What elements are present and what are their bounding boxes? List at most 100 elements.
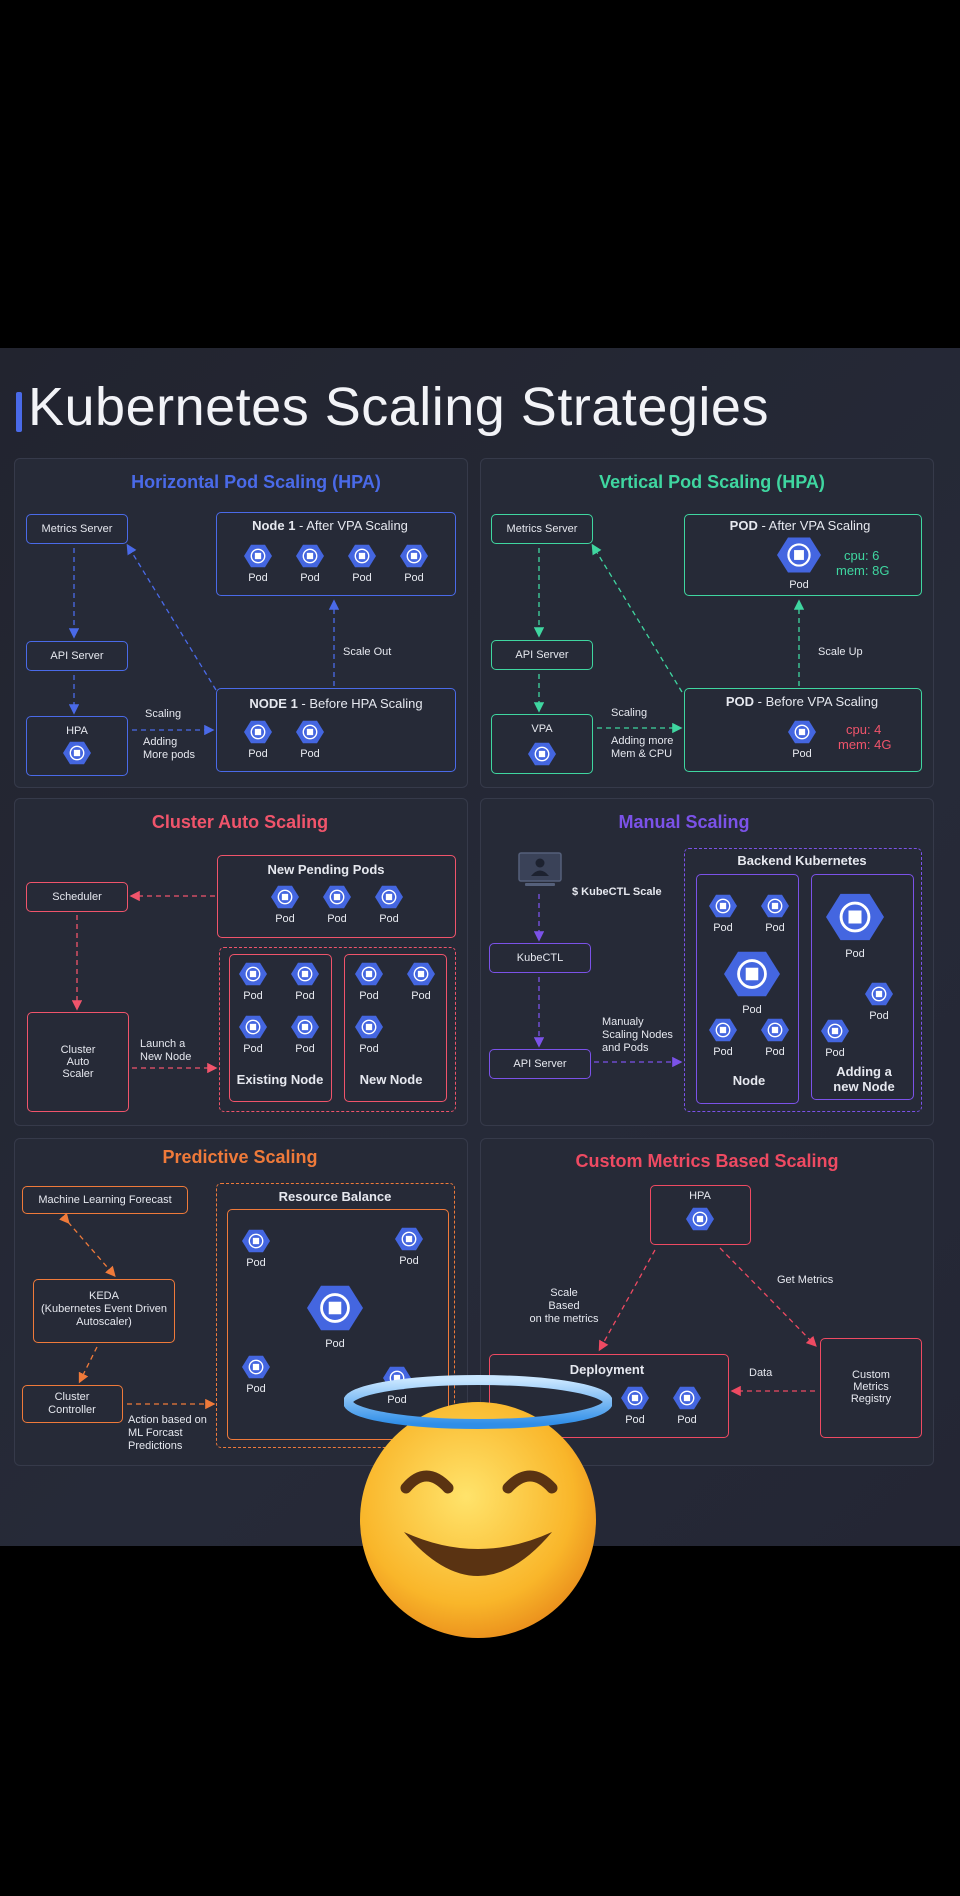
- manual-kubectl-cmd-label: $ KubeCTL Scale: [572, 886, 662, 898]
- hpa-adding-more-label: Adding More pods: [143, 736, 195, 761]
- pod-hexagon-icon: [280, 718, 340, 746]
- hpa-before-pod-1: Pod: [228, 718, 288, 760]
- vpa-pod-before-box: [684, 688, 922, 772]
- pod-hexagon-icon: [223, 1013, 283, 1041]
- cluster-pending-pod-2: Pod: [307, 883, 367, 925]
- cluster-autoscaler-box: [27, 1012, 129, 1112]
- pod-label: Pod: [625, 1414, 645, 1426]
- pod-hexagon-icon: [339, 1013, 399, 1041]
- pod-hexagon-icon: [670, 1205, 730, 1233]
- cluster-pending-pod-1: Pod: [255, 883, 315, 925]
- pod-hexagon-icon: [307, 883, 367, 911]
- pod-label: Pod: [300, 748, 320, 760]
- cluster-new-pod-3: Pod: [339, 1013, 399, 1055]
- cluster-existing-pod-1: Pod: [223, 960, 283, 1002]
- custom-hpa-label: HPA: [689, 1190, 711, 1202]
- hpa-metrics-server-box: [26, 514, 128, 544]
- vpa-after-mem: mem: 8G: [836, 563, 890, 578]
- pod-hexagon-icon: [769, 533, 829, 577]
- manual-node-pod-1: Pod: [693, 892, 753, 934]
- vpa-pod-after-title-rest: - After VPA Scaling: [757, 518, 871, 533]
- pod-label: Pod: [869, 1010, 889, 1022]
- panel-title-vpa: Vertical Pod Scaling (HPA): [599, 472, 825, 492]
- custom-arrow-hpa-registry: [719, 1247, 817, 1347]
- pod-hexagon-icon: [384, 542, 444, 570]
- pod-hexagon-icon: [693, 1016, 753, 1044]
- pod-label: Pod: [411, 990, 431, 1002]
- vpa-pod-after-box: [684, 514, 922, 596]
- pod-label: Pod: [243, 1043, 263, 1055]
- pod-hexagon-icon: [745, 1016, 805, 1044]
- pod-hexagon-icon: [255, 883, 315, 911]
- hpa-node-after-title: Node 1 - After VPA Scaling: [252, 518, 408, 533]
- pod-label: Pod: [359, 1043, 379, 1055]
- cluster-scheduler-label: Scheduler: [52, 891, 102, 903]
- pod-label: Pod: [387, 1394, 407, 1406]
- vpa-before-cpu: cpu: 4: [846, 722, 882, 737]
- pod-hexagon-icon: [391, 960, 451, 988]
- custom-get-metrics-label: Get Metrics: [777, 1274, 834, 1286]
- predictive-arrow-ml-keda: [58, 1212, 116, 1277]
- hpa-after-pod-1: Pod: [228, 542, 288, 584]
- hpa-hpa-label: HPA: [66, 725, 88, 737]
- cluster-new-pending-label: New Pending Pods: [267, 862, 385, 877]
- manual-backend-dashed-box: [684, 848, 922, 1112]
- hpa-node-before-title-rest: - Before HPA Scaling: [297, 696, 423, 711]
- manual-kubectl-label: KubeCTL: [516, 952, 564, 964]
- pod-label: Pod: [275, 913, 295, 925]
- pod-hexagon-icon: [223, 960, 283, 988]
- predictive-arrow-keda-controller: [78, 1346, 98, 1384]
- pod-hexagon-icon: [228, 542, 288, 570]
- custom-data-label: Data: [749, 1367, 773, 1379]
- pod-hexagon-icon: [280, 542, 340, 570]
- manual-new-pod-3: Pod: [805, 1017, 865, 1059]
- vpa-after-pod: Pod: [769, 533, 829, 591]
- cluster-existing-node-label: Existing Node: [236, 1072, 324, 1087]
- cluster-new-pod-1: Pod: [339, 960, 399, 1002]
- pod-label: Pod: [248, 748, 268, 760]
- custom-deployment-box: [489, 1354, 729, 1438]
- custom-deploy-pod-1: Pod: [605, 1384, 665, 1426]
- panel-custom: [480, 1138, 934, 1466]
- custom-scale-based-label: Scale Based on the metrics: [529, 1287, 599, 1325]
- pod-hexagon-icon: [693, 892, 753, 920]
- pod-label: Pod: [399, 1255, 419, 1267]
- manual-node-pod-5: Pod: [745, 1016, 805, 1058]
- pod-hexagon-icon: [772, 718, 832, 746]
- vpa-after-cpu: cpu: 6: [844, 548, 880, 563]
- pod-label: Pod: [325, 1338, 345, 1350]
- hpa-node-before-title: NODE 1 - Before HPA Scaling: [249, 696, 422, 711]
- pod-label: Pod: [789, 579, 809, 591]
- cluster-new-node-label: New Node: [359, 1072, 423, 1087]
- panel-vpa: [480, 458, 934, 788]
- cluster-pending-pod-3: Pod: [359, 883, 419, 925]
- vpa-before-pod: Pod: [772, 718, 832, 760]
- pod-hexagon-icon: [825, 888, 885, 946]
- hpa-scaling-label: Scaling: [145, 708, 182, 720]
- pod-label: Pod: [246, 1383, 266, 1395]
- hpa-hpa-icon: [47, 739, 107, 767]
- panel-title-manual: Manual Scaling: [618, 812, 750, 832]
- manual-manually-label: Manualy Scaling Nodes and Pods: [602, 1016, 673, 1054]
- hpa-after-pod-4: Pod: [384, 542, 444, 584]
- hpa-node-before-title-bold: NODE 1: [249, 696, 298, 711]
- hpa-after-pod-2: Pod: [280, 542, 340, 584]
- pod-label: Pod: [845, 948, 865, 960]
- hpa-metrics-server-label: Metrics Server: [41, 523, 113, 535]
- pod-label: Pod: [243, 990, 263, 1002]
- page-title: Kubernetes Scaling Strategies: [28, 377, 769, 437]
- cluster-existing-pod-3: Pod: [223, 1013, 283, 1055]
- hpa-node-before-box: [216, 688, 456, 772]
- custom-registry-label: Custom Metrics Registry: [850, 1369, 892, 1405]
- title-accent-bar: [16, 392, 22, 432]
- halo-smiling-face-emoji: [343, 1370, 613, 1640]
- vpa-pod-before-title: POD - Before VPA Scaling: [726, 694, 878, 709]
- pod-hexagon-icon: [849, 980, 909, 1008]
- pod-label: Pod: [359, 990, 379, 1002]
- vpa-api-server-box: [491, 640, 593, 670]
- hpa-after-pod-3: Pod: [332, 542, 392, 584]
- pod-hexagon-icon: [228, 718, 288, 746]
- pod-label: Pod: [713, 1046, 733, 1058]
- manual-node-pod-2: Pod: [745, 892, 805, 934]
